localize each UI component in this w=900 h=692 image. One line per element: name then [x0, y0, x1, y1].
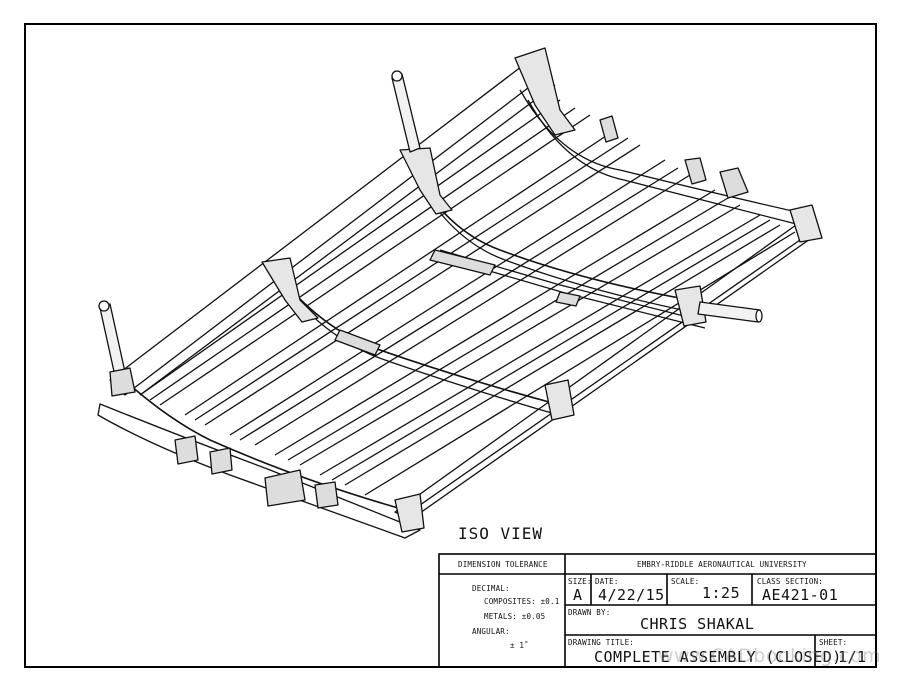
class-section-value: AE421-01 — [762, 586, 839, 604]
drawn-by-value: CHRIS SHAKAL — [640, 615, 755, 633]
date-label: DATE: — [595, 577, 619, 586]
class-section-label: CLASS SECTION: — [757, 577, 824, 586]
drawing-title-value: COMPLETE ASSEMBLY (CLOSED) — [594, 648, 842, 666]
size-value: A — [573, 586, 583, 604]
decimal-label: DECIMAL: — [472, 584, 510, 593]
date-value: 4/22/15 — [598, 586, 665, 604]
sheet-label: SHEET: — [819, 638, 848, 647]
scale-value: 1:25 — [702, 584, 741, 602]
metals-tolerance: METALS: ±0.05 — [484, 612, 546, 621]
angular-tolerance: ± 1˚ — [510, 641, 529, 650]
size-label: SIZE: — [568, 577, 592, 586]
university-name: EMBRY-RIDDLE AERONAUTICAL UNIVERSITY — [637, 560, 807, 569]
tolerance-heading: DIMENSION TOLERANCE — [458, 560, 548, 569]
watermark: www.CADbooking.com — [658, 645, 882, 667]
angular-label: ANGULAR: — [472, 627, 510, 636]
composites-tolerance: COMPOSITES: ±0.1 — [484, 597, 560, 606]
scale-label: SCALE: — [671, 577, 700, 586]
iso-assembly-drawing — [97, 47, 823, 539]
drawn-by-label: DRAWN BY: — [568, 608, 611, 617]
drawing-title-label: DRAWING TITLE: — [568, 638, 635, 647]
title-block — [438, 553, 877, 668]
sheet-value: 1/1 — [838, 648, 867, 666]
view-label: ISO VIEW — [458, 524, 544, 543]
